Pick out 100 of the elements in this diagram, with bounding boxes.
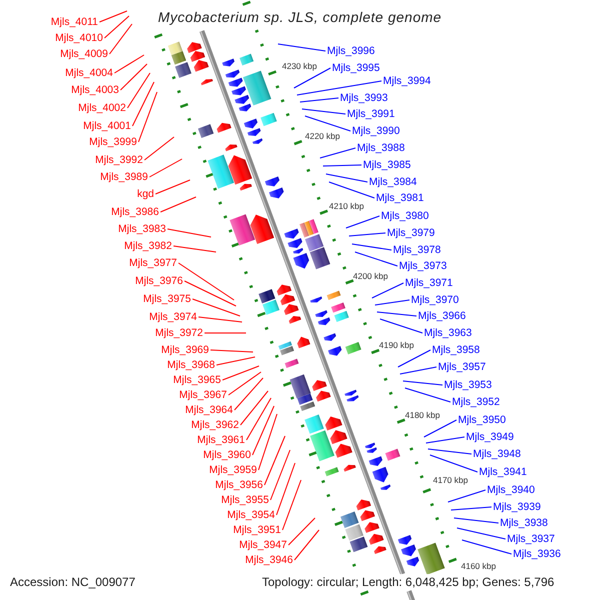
leader-line: [252, 406, 274, 456]
gene-label: Mjls_3981: [376, 192, 424, 204]
leader-line: [304, 116, 351, 132]
gene-label: Mjls_3994: [383, 75, 431, 87]
leader-line: [450, 506, 492, 510]
leader-line: [278, 44, 326, 52]
leader-line: [216, 356, 256, 366]
gene-label: Mjls_3985: [363, 159, 411, 171]
leader-line: [462, 540, 512, 554]
leader-line: [448, 490, 486, 502]
gene-label: Mjls_3938: [500, 517, 548, 529]
gene-label: Mjls_3947: [239, 539, 287, 551]
gene-label: Mjls_3937: [507, 533, 555, 545]
leader-line: [294, 530, 320, 560]
gene-label: Mjls_3992: [95, 154, 143, 166]
leader-line: [240, 390, 268, 426]
scale-label: 4230 kbp: [282, 61, 317, 71]
gene-label: Mjls_3950: [458, 414, 506, 426]
leader-line: [222, 366, 260, 380]
leader-line: [282, 480, 302, 530]
leader-line: [348, 232, 386, 236]
leader-line: [428, 448, 472, 454]
gene-label: Mjls_3964: [185, 404, 233, 416]
leader-line: [127, 72, 150, 108]
leader-line: [322, 164, 362, 166]
gene-label: Mjls_3940: [487, 484, 535, 496]
gene-label: Mjls_3977: [129, 257, 177, 269]
gene-label: Mjls_3967: [179, 389, 227, 401]
scale-label: 4210 kbp: [329, 201, 364, 211]
leader-line: [258, 414, 278, 470]
leader-line: [430, 454, 478, 472]
gene-label: Mjls_3948: [473, 448, 521, 460]
leader-line: [155, 180, 190, 194]
gene-label: Mjls_3952: [452, 396, 500, 408]
leader-line: [456, 528, 506, 540]
leader-line: [149, 158, 182, 178]
leader-line: [328, 182, 375, 198]
gene-label: Mjls_3941: [479, 466, 527, 478]
leader-line: [167, 228, 212, 238]
leader-line: [346, 216, 380, 228]
gene-label: Mjls_3991: [347, 108, 395, 120]
leader-line: [178, 262, 234, 300]
gene-label: Mjls_3973: [399, 260, 447, 272]
leader-line: [270, 450, 290, 500]
leader-line: [204, 332, 246, 334]
leader-line: [302, 108, 346, 114]
leader-line: [114, 54, 144, 74]
leader-line: [400, 366, 437, 374]
leader-line: [300, 98, 339, 102]
gene-label: Mjls_3955: [221, 494, 269, 506]
gene-label: Mjls_3959: [209, 464, 257, 476]
leader-line: [424, 420, 457, 438]
leader-line: [380, 318, 423, 334]
gene-label: Mjls_3970: [411, 294, 459, 306]
leader-line: [144, 136, 174, 160]
leader-line: [376, 312, 417, 316]
leader-line: [109, 24, 132, 54]
gene-label: Mjls_3999: [89, 136, 137, 148]
gene-label: Mjls_4003: [71, 84, 119, 96]
leader-line: [132, 82, 154, 126]
gene-label: Mjls_3980: [381, 210, 429, 222]
gene-label: Mjls_3972: [155, 327, 203, 339]
leader-line: [246, 398, 272, 440]
gene-label: Mjls_3996: [327, 45, 375, 57]
leader-line: [228, 372, 262, 396]
leader-line: [296, 80, 382, 96]
gene-label: Mjls_3949: [466, 431, 514, 443]
gene-label: Mjls_3983: [118, 223, 166, 235]
leader-line: [276, 462, 296, 516]
leader-line: [120, 64, 148, 90]
gene-label: kgd: [137, 188, 154, 200]
leader-line: [104, 16, 130, 38]
gene-label: Mjls_3978: [393, 244, 441, 256]
gene-label: Mjls_3958: [432, 344, 480, 356]
gene-label: Mjls_3993: [340, 92, 388, 104]
leader-line: [264, 436, 286, 486]
leader-line: [173, 246, 216, 252]
gene-label: Mjls_3975: [143, 293, 191, 305]
leader-line: [426, 436, 465, 444]
gene-label: Mjls_3936: [513, 548, 561, 560]
leader-line: [138, 92, 158, 142]
gene-label: Mjls_3974: [149, 311, 197, 323]
gene-label: Mjls_3965: [173, 374, 221, 386]
leader-line: [374, 300, 410, 306]
gene-label: Mjls_4011: [50, 16, 98, 28]
gene-label: Mjls_3963: [424, 327, 472, 339]
leader-line: [288, 518, 316, 546]
leader-line: [198, 316, 242, 322]
gene-label: Mjls_3966: [418, 310, 466, 322]
gene-label: Mjls_3968: [167, 359, 215, 371]
gene-label: Mjls_3951: [233, 524, 281, 536]
scale-label: 4160 kbp: [461, 561, 496, 571]
gene-label: Mjls_3979: [387, 227, 435, 239]
scale-label: 4200 kbp: [353, 271, 388, 281]
leader-line: [210, 350, 254, 352]
gene-label: Mjls_4010: [55, 32, 103, 44]
gene-label: Mjls_3969: [161, 344, 209, 356]
gene-label: Mjls_3986: [111, 206, 159, 218]
gene-label: Mjls_3956: [215, 479, 263, 491]
leader-line: [354, 252, 398, 266]
